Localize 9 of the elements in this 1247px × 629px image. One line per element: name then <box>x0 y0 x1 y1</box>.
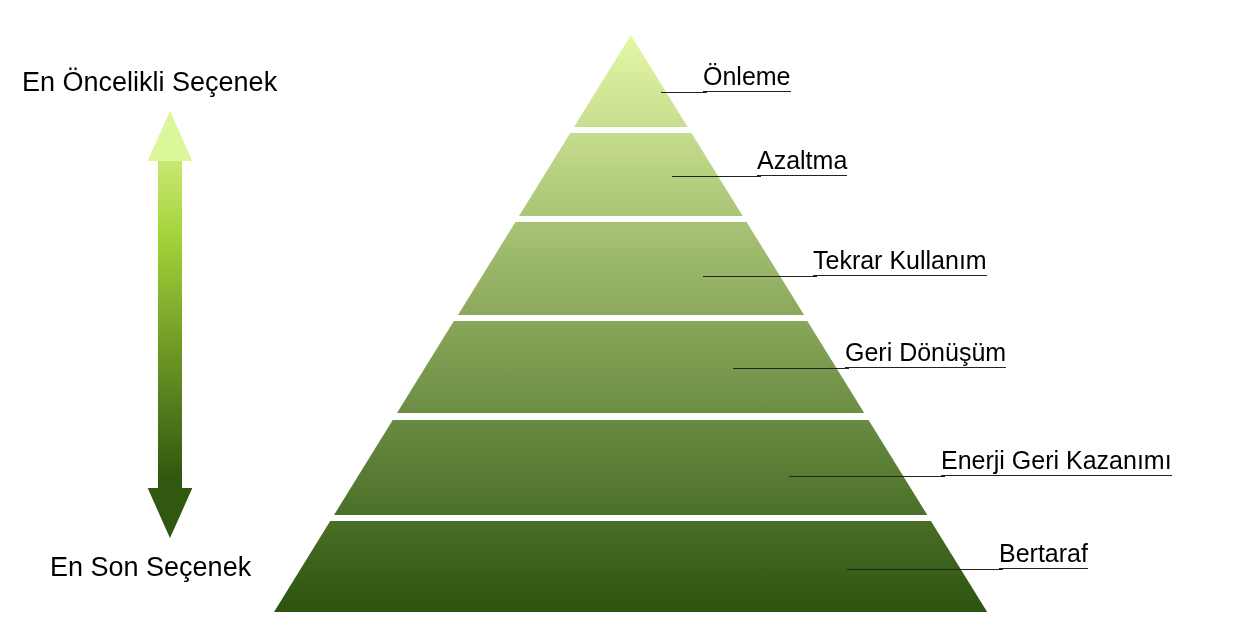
priority-label: En Son Seçenek <box>50 549 252 585</box>
tier-label: Bertaraf <box>999 538 1088 569</box>
tier-label: Önleme <box>703 61 791 92</box>
tier-label: Tekrar Kullanım <box>813 245 987 276</box>
tier-label: Geri Dönüşüm <box>845 337 1007 368</box>
tier-label: Enerji Geri Kazanımı <box>941 445 1172 476</box>
double-arrow <box>147 110 193 539</box>
tier-label: Azaltma <box>757 145 848 176</box>
priority-label: En Öncelikli Seçenek <box>22 64 278 100</box>
